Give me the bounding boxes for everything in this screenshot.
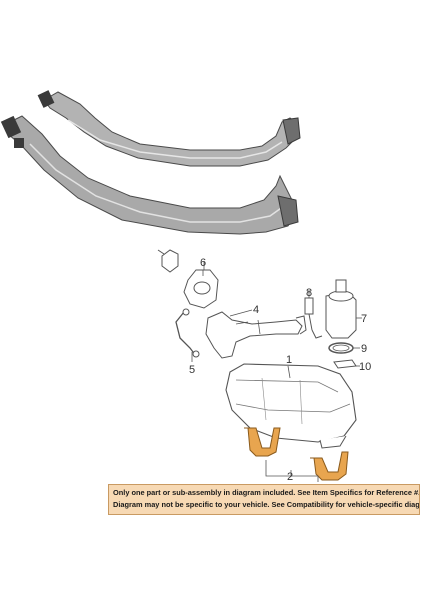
part-4-filler-hose bbox=[205, 311, 307, 359]
reference-notice: Only one part or sub-assembly in diagram… bbox=[108, 484, 420, 515]
metal-straps bbox=[0, 90, 301, 235]
callout-8: 8 bbox=[306, 287, 312, 299]
part-7-pump-module bbox=[325, 279, 362, 339]
callout-9: 9 bbox=[361, 343, 367, 355]
callout-7: 7 bbox=[361, 313, 367, 325]
callout-10: 10 bbox=[359, 361, 371, 373]
callout-6: 6 bbox=[200, 257, 206, 269]
notice-line-2: Diagram may not be specific to your vehi… bbox=[113, 500, 420, 509]
callout-5: 5 bbox=[189, 364, 195, 376]
part-9-seal-ring bbox=[328, 342, 360, 354]
part-2-tank-straps-highlighted bbox=[244, 427, 349, 481]
upper-strap bbox=[37, 90, 301, 167]
part-1-fuel-tank bbox=[225, 363, 357, 449]
callout-2: 2 bbox=[287, 471, 293, 483]
leader-lines bbox=[191, 270, 319, 482]
part-5-vent-line bbox=[175, 308, 200, 358]
callout-4: 4 bbox=[253, 304, 259, 316]
callout-1: 1 bbox=[286, 354, 292, 366]
part-10-retainer bbox=[333, 359, 360, 369]
part-8-sender bbox=[304, 290, 323, 339]
notice-line-1: Only one part or sub-assembly in diagram… bbox=[113, 488, 420, 497]
part-6-vent-valve bbox=[183, 262, 219, 309]
lower-strap bbox=[0, 115, 299, 235]
filler-cap bbox=[157, 249, 179, 273]
